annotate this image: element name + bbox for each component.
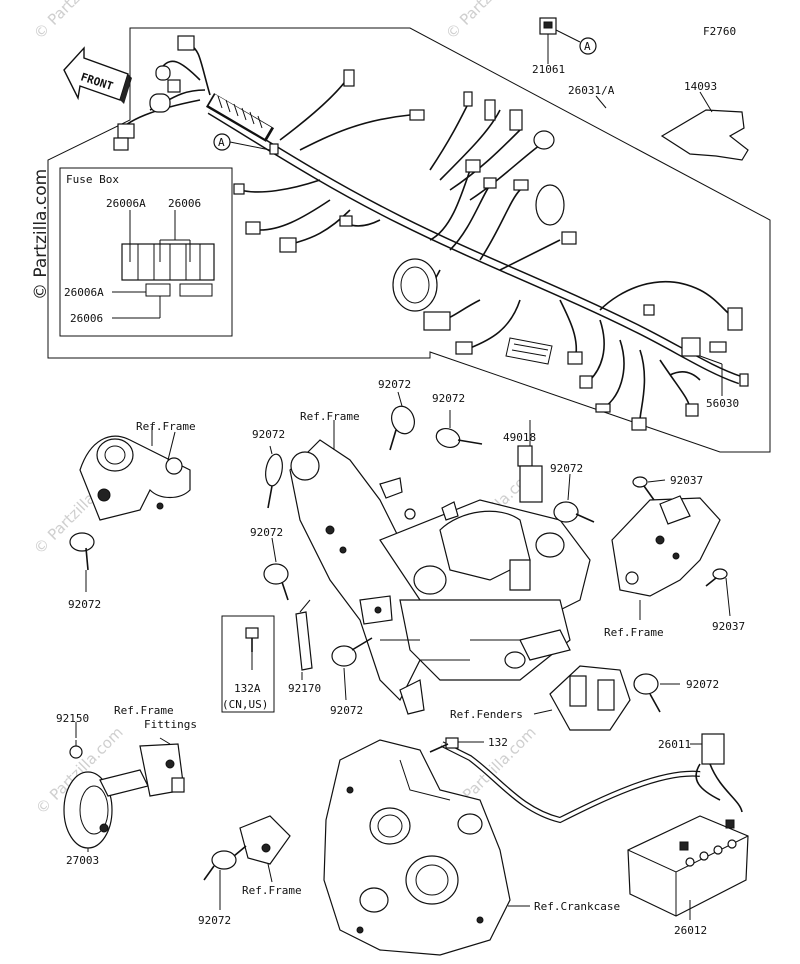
frame-assembly (289, 439, 591, 715)
callout-a-harness: A (213, 133, 279, 155)
label-92037-b: 92037 (712, 620, 745, 633)
fender-bracket (549, 665, 631, 731)
label-26012: 26012 (674, 924, 707, 937)
label-14093: 14093 (684, 80, 717, 93)
label-92170: 92170 (288, 682, 321, 695)
ecu-bracket (611, 476, 731, 617)
ref-frame-ignition: Ref.Frame (136, 420, 196, 433)
label-92037-a: 92037 (670, 474, 703, 487)
fuse-label-26006a-left: 26006A (64, 286, 104, 299)
fuse-box-inset: Fuse Box 26006A 26006 26006A 26006 (59, 167, 233, 337)
fuse-label-26006-top: 26006 (168, 197, 201, 210)
bottom-clamp-bracket (203, 815, 291, 910)
watermarks: © Partzilla.com © Partzilla.com © Partzi… (30, 0, 540, 818)
label-49018: 49018 (503, 431, 536, 444)
battery-lead (429, 737, 701, 824)
label-92072-e: 92072 (550, 462, 583, 475)
figure-code: F2760 (703, 25, 736, 38)
watermark-text: © Partzilla.com (442, 0, 537, 43)
label-92072-f: 92072 (68, 598, 101, 611)
label-92072-b: 92072 (432, 392, 465, 405)
label-92072-g: 92072 (330, 704, 363, 717)
label-92150: 92150 (56, 712, 89, 725)
label-21061: 21061 (532, 63, 565, 76)
label-132: 132 (488, 736, 508, 749)
fuse-label-26006a-top: 26006A (106, 197, 146, 210)
bolt-132a-box (221, 615, 275, 713)
harness-outline-frame (47, 27, 771, 453)
label-27003: 27003 (66, 854, 99, 867)
label-26031: 26031/A (568, 84, 615, 97)
label-26011: 26011 (658, 738, 691, 751)
strap-92170 (295, 599, 313, 671)
plate-14093 (660, 91, 749, 161)
leader-lines (75, 58, 723, 920)
ref-fittings: Fittings (144, 718, 197, 731)
clamps-92072 (263, 405, 661, 713)
ref-crankcase: Ref.Crankcase (534, 900, 620, 913)
battery-26012 (627, 815, 749, 917)
watermark-text-dark: © Partzilla.com (31, 169, 51, 300)
label-92072-a: 92072 (378, 378, 411, 391)
label-92072-c: 92072 (252, 428, 285, 441)
ref-frame-main: Ref.Frame (300, 410, 360, 423)
label-132a-note: (CN,US) (222, 698, 268, 711)
label-92072-i: 92072 (198, 914, 231, 927)
callout-marker: A (584, 40, 591, 53)
reference-labels: Ref.Frame Ref.Frame Ref.Frame Ref.Frame … (114, 410, 664, 913)
label-56030: 56030 (706, 397, 739, 410)
ref-frame-bottom: Ref.Frame (242, 884, 302, 897)
starter-relay-26011 (695, 733, 743, 813)
label-132a: 132A (234, 682, 261, 695)
part-labels: 21061 26031/A 14093 56030 92072 92072 92… (56, 63, 745, 937)
ref-fenders: Ref.Fenders (450, 708, 523, 721)
label-92072-d: 92072 (250, 526, 283, 539)
fuse-box-title: Fuse Box (66, 173, 119, 186)
horn-bracket-fittings (139, 743, 185, 797)
ignition-switch-assembly (69, 431, 191, 592)
fuse-label-26006-bottom: 26006 (70, 312, 103, 325)
ref-frame-horn: Ref.Frame (114, 704, 174, 717)
relay-49018 (517, 440, 543, 503)
ref-frame-bracket: Ref.Frame (604, 626, 664, 639)
crankcase (323, 739, 511, 956)
connector-21061: A (539, 17, 597, 58)
main-wiring-harness (113, 35, 749, 431)
label-92072-h: 92072 (686, 678, 719, 691)
horn-27003 (63, 740, 149, 852)
callout-marker: A (218, 136, 225, 149)
watermark-text: © Partzilla.com (30, 0, 125, 43)
front-direction-arrow: FRONT (63, 46, 132, 104)
